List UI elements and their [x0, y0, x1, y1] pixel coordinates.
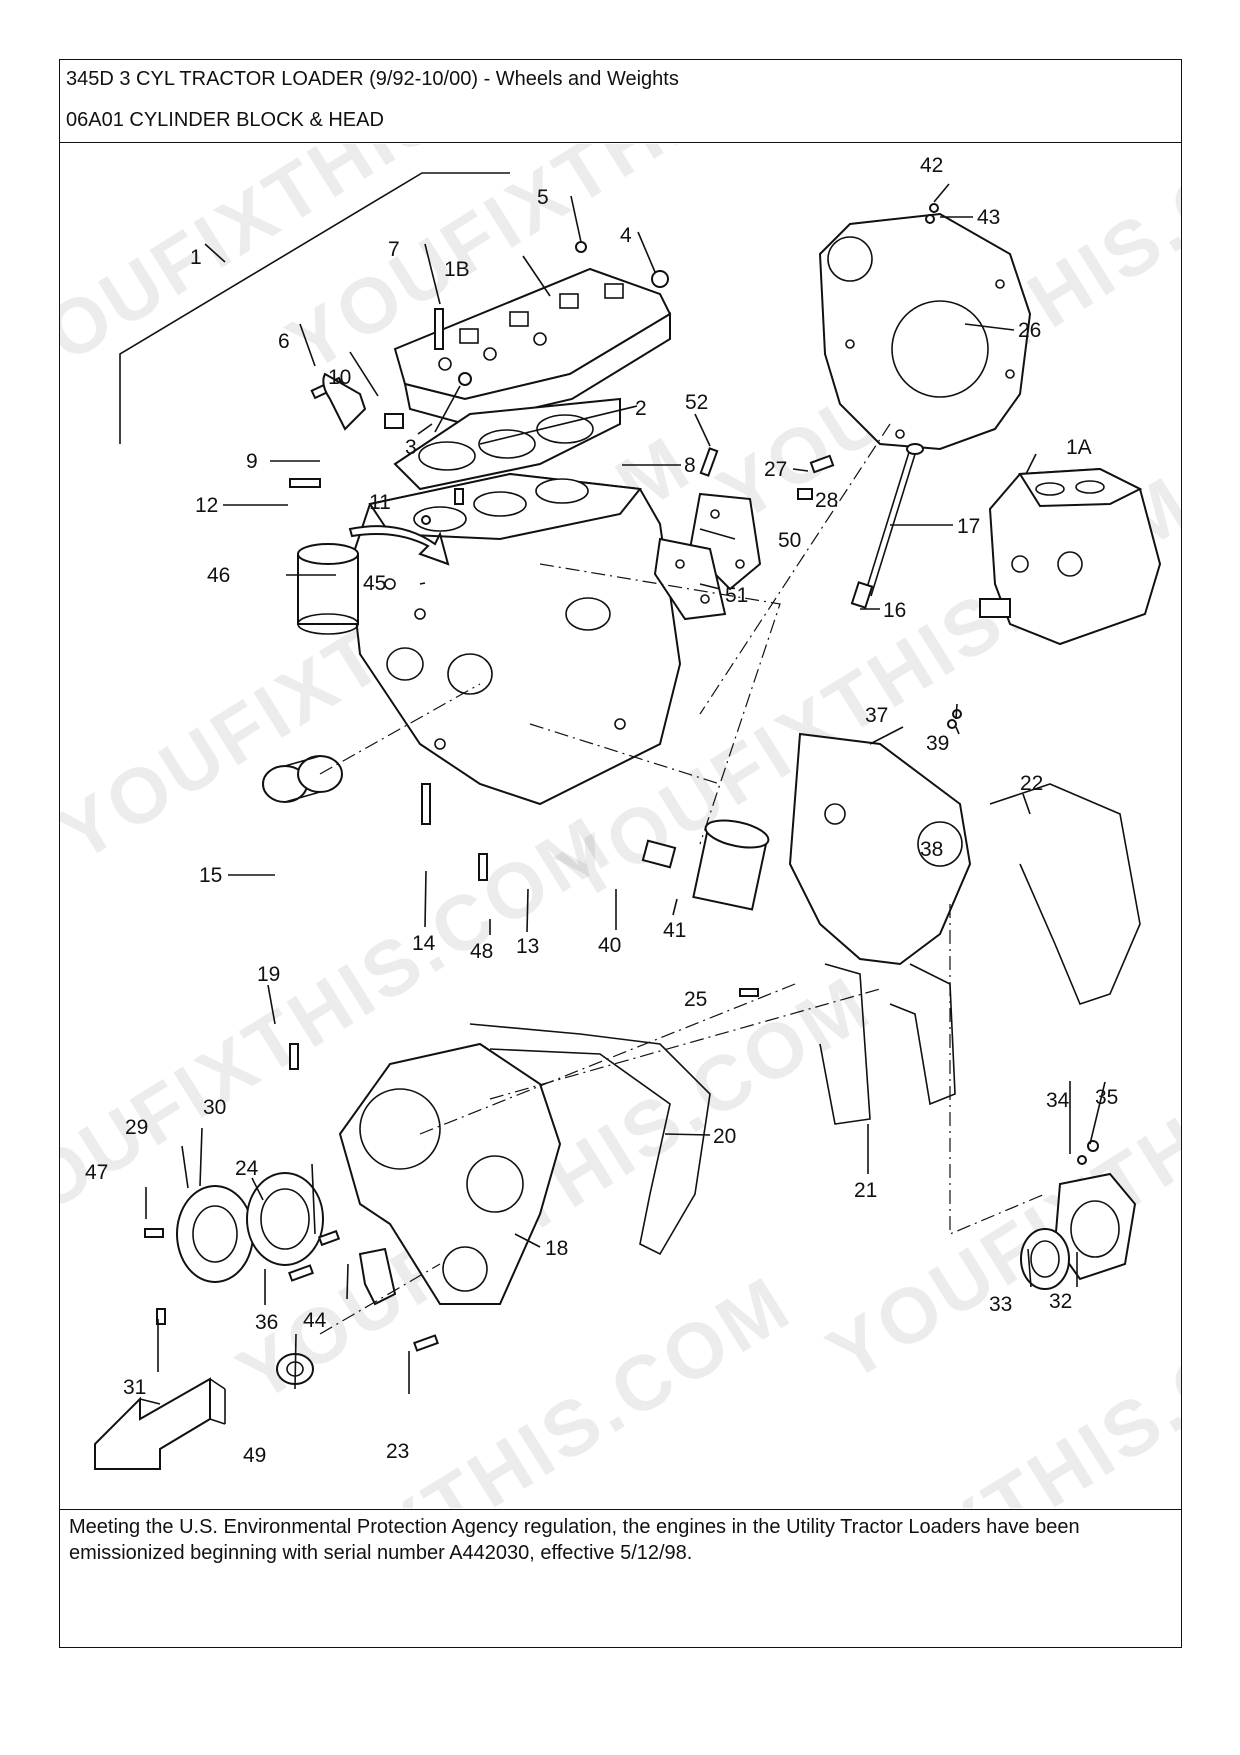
head-gasket-drawing: [393, 397, 621, 491]
cylinder-head-drawing: [393, 267, 672, 426]
callout-8: 8: [684, 454, 696, 477]
callout-48: 48: [470, 940, 493, 963]
callout-6: 6: [278, 330, 290, 353]
model-title: 345D 3 CYL TRACTOR LOADER (9/92-10/00) -…: [66, 68, 679, 90]
callout-1a: 1A: [1066, 436, 1092, 459]
callout-44: 44: [303, 1309, 327, 1332]
callout-49: 49: [243, 1444, 266, 1467]
callout-36: 36: [255, 1311, 278, 1334]
callout-13: 13: [516, 935, 539, 958]
callout-3: 3: [405, 436, 417, 459]
seal-plate-drawing: [176, 1172, 324, 1283]
callout-9: 9: [246, 450, 258, 473]
callout-42: 42: [920, 154, 943, 177]
callout-27: 27: [764, 458, 787, 481]
callout-5: 5: [537, 186, 549, 209]
assembly-bracket-line: [119, 172, 510, 444]
emissions-note: Meeting the U.S. Environmental Protectio…: [69, 1516, 1080, 1564]
callout-4: 4: [620, 224, 632, 247]
callout-2: 2: [635, 397, 647, 420]
cylinder-block-drawing: [348, 472, 682, 806]
bracket-drawing: [358, 1247, 397, 1306]
callout-14: 14: [412, 932, 436, 955]
callout-35: 35: [1095, 1086, 1118, 1109]
engine-assembly-drawing: [979, 467, 1162, 646]
callout-25: 25: [684, 988, 707, 1011]
cover-plate-drawing: [653, 492, 762, 621]
exploded-parts-diagram: YOUFIXTHIS.COM YOUFIXTHIS.COM YOUFIXTHIS…: [60, 144, 1181, 1508]
callout-31: 31: [123, 1376, 146, 1399]
callout-1b: 1B: [444, 258, 470, 281]
callout-12: 12: [195, 494, 218, 517]
callout-22: 22: [1020, 772, 1043, 795]
callout-10: 10: [328, 366, 351, 389]
callout-39: 39: [926, 732, 949, 755]
callout-29: 29: [125, 1116, 148, 1139]
callout-26: 26: [1018, 319, 1041, 342]
callout-1: 1: [190, 246, 202, 269]
callout-37: 37: [865, 704, 888, 727]
callout-47: 47: [85, 1161, 108, 1184]
dipstick-drawing: [850, 443, 924, 609]
header-divider: [59, 142, 1182, 143]
callout-16: 16: [883, 599, 906, 622]
cylinder-sleeve-drawing: [297, 543, 359, 635]
flywheel-housing-drawing: [818, 212, 1032, 451]
fastener-drawings: [144, 203, 1099, 1352]
callout-52: 52: [685, 391, 708, 414]
callout-30: 30: [203, 1096, 226, 1119]
callout-18: 18: [545, 1237, 568, 1260]
page-frame: [59, 59, 1182, 1648]
callout-33: 33: [989, 1293, 1012, 1316]
callout-28: 28: [815, 489, 838, 512]
callout-50: 50: [778, 529, 801, 552]
callout-43: 43: [977, 206, 1000, 229]
front-plate-drawing: [788, 732, 1141, 1125]
callout-46: 46: [207, 564, 230, 587]
callout-20: 20: [713, 1125, 736, 1148]
leader-lines: [145, 183, 1106, 1394]
note-divider: [59, 1509, 1182, 1510]
callout-15: 15: [199, 864, 222, 887]
callout-38: 38: [920, 838, 943, 861]
callout-23: 23: [386, 1440, 409, 1463]
callout-7: 7: [388, 238, 400, 261]
callout-17: 17: [957, 515, 980, 538]
callout-34: 34: [1046, 1089, 1070, 1112]
alignment-lines: [319, 423, 1046, 1335]
direction-arrow-icon: [348, 525, 450, 566]
round-cover-drawing: [1020, 1172, 1137, 1290]
oil-seal-drawing: [262, 755, 343, 803]
callout-labels: 1 1B 1A 2 3 4 5 6 7 8 9 10 11 12 13 14 1…: [85, 154, 1118, 1467]
callout-45: 45: [363, 572, 386, 595]
callout-32: 32: [1049, 1290, 1072, 1313]
callout-40: 40: [598, 934, 621, 957]
callout-24: 24: [235, 1157, 259, 1180]
section-title: 06A01 CYLINDER BLOCK & HEAD: [66, 109, 384, 131]
front-orientation-arrow-icon: [94, 1377, 226, 1470]
callout-21: 21: [854, 1179, 877, 1202]
callout-19: 19: [257, 963, 280, 986]
callout-41: 41: [663, 919, 686, 942]
callout-11: 11: [369, 491, 391, 514]
callout-51: 51: [725, 584, 748, 607]
timing-cover-drawing: [338, 1023, 711, 1305]
oil-filter-drawing: [641, 819, 770, 911]
